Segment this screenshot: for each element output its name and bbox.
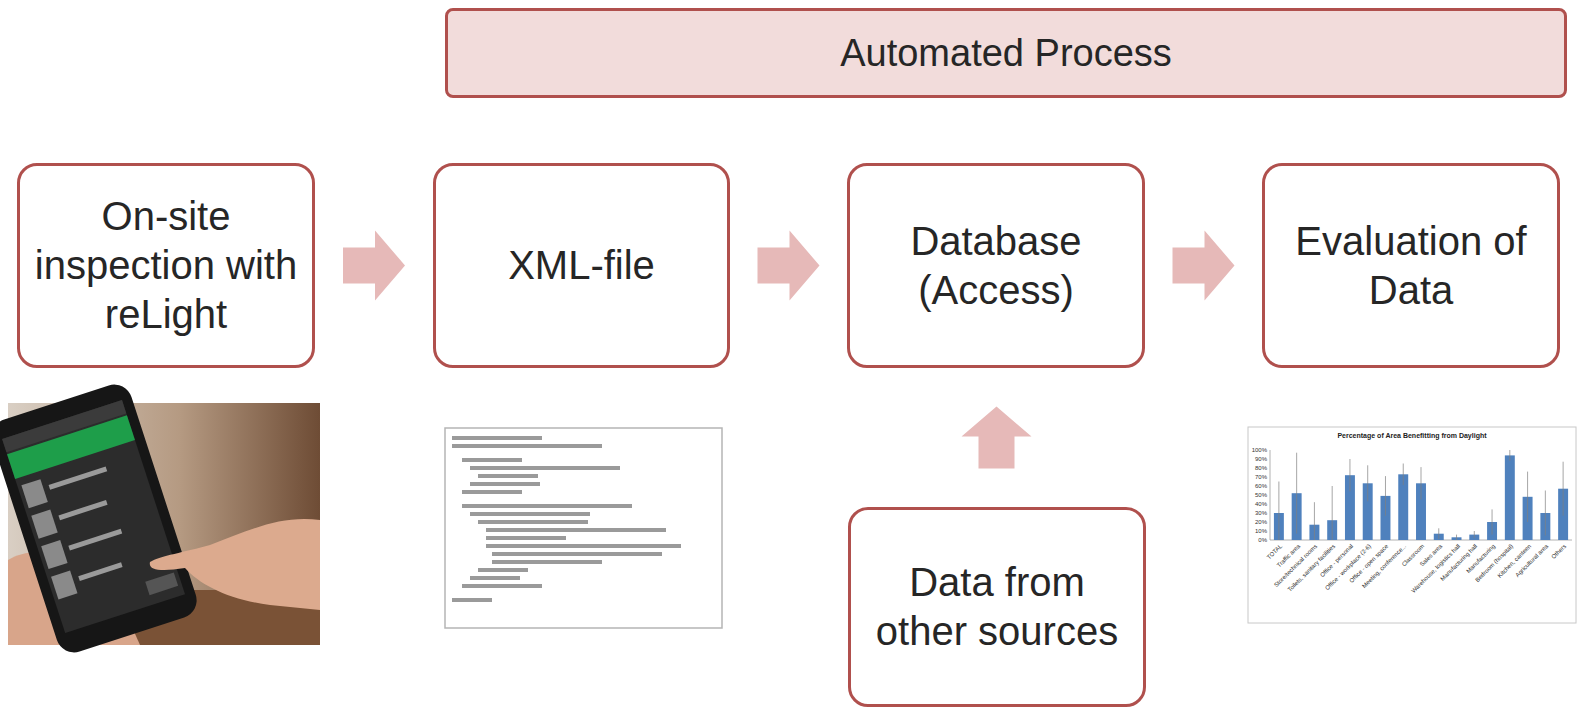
process-box: Data from other sources <box>848 507 1146 707</box>
axis-tick: 50% <box>1245 492 1267 499</box>
error-bar <box>1492 509 1493 534</box>
y-axis <box>1270 450 1271 540</box>
axis-tick: 60% <box>1245 483 1267 490</box>
xml-snippet <box>445 428 722 628</box>
process-box: Database (Access) <box>847 163 1145 368</box>
error-bar <box>1563 462 1564 516</box>
box-label: Database (Access) <box>862 217 1130 315</box>
error-bar <box>1438 528 1439 539</box>
block-arrow <box>758 231 820 301</box>
right-hand <box>150 519 320 610</box>
bar-chart <box>1270 450 1572 540</box>
error-bar <box>1367 465 1368 501</box>
axis-tick: 70% <box>1245 474 1267 481</box>
error-bar <box>1385 476 1386 516</box>
box-label: Data from other sources <box>863 558 1131 656</box>
axis-tick: 0% <box>1245 537 1267 544</box>
axis-tick: 80% <box>1245 465 1267 472</box>
bar <box>1505 455 1515 540</box>
chart-title: Percentage of Area Benefitting from Dayl… <box>1248 432 1576 440</box>
box-label: Evaluation of Data <box>1277 217 1545 315</box>
error-bar <box>1545 491 1546 536</box>
block-arrow <box>962 407 1032 469</box>
box-label: Automated Process <box>840 30 1172 76</box>
error-bar <box>1278 482 1279 541</box>
axis-tick: 20% <box>1245 519 1267 526</box>
process-box: On-site inspection with reLight <box>17 163 315 368</box>
error-bar <box>1332 486 1333 540</box>
box-label: On-site inspection with reLight <box>32 192 300 338</box>
phone-photo <box>0 380 320 657</box>
axis-tick: 10% <box>1245 528 1267 535</box>
error-bar <box>1456 535 1457 540</box>
error-bar <box>1421 467 1422 499</box>
process-box: Evaluation of Data <box>1262 163 1560 368</box>
axis-tick: 90% <box>1245 456 1267 463</box>
error-bar <box>1314 502 1315 540</box>
process-box: XML-file <box>433 163 730 368</box>
block-arrow <box>343 231 405 301</box>
block-arrow <box>1173 231 1235 301</box>
axis-tick: 100% <box>1245 447 1267 454</box>
phone <box>0 380 201 657</box>
process-band: Automated Process <box>445 8 1567 98</box>
error-bar <box>1296 453 1297 534</box>
error-bar <box>1349 459 1350 491</box>
chart-frame <box>1248 427 1576 623</box>
error-bar <box>1403 464 1404 486</box>
axis-tick: 40% <box>1245 501 1267 508</box>
box-label: XML-file <box>508 241 655 290</box>
axis-tick: 30% <box>1245 510 1267 517</box>
error-bar <box>1527 472 1528 522</box>
error-bar <box>1474 531 1475 538</box>
error-bar <box>1509 450 1510 461</box>
